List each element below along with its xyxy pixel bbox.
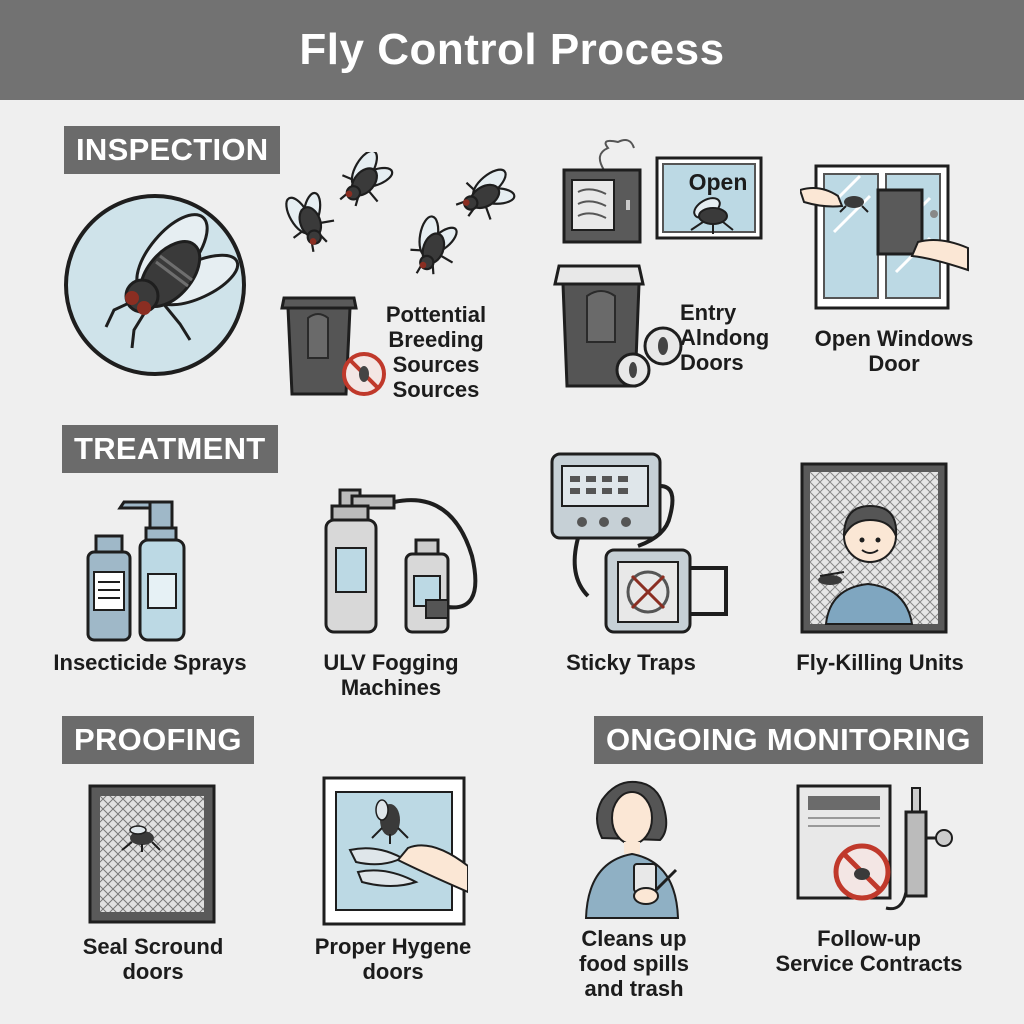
trash-can-entry-illustration xyxy=(553,262,689,392)
header-bar: Fly Control Process xyxy=(0,0,1024,100)
section-proofing: PROOFING xyxy=(62,716,254,764)
open-sign-text: Open xyxy=(688,169,748,195)
insecticide-sprays-illustration xyxy=(84,498,196,646)
label-entry-along-doors: Entry Alndong Doors xyxy=(680,300,770,375)
flies-swarm-illustration xyxy=(280,152,520,287)
proper-hygiene-illustration xyxy=(322,776,468,926)
sealed-screen-door-illustration xyxy=(88,784,216,924)
section-treatment: TREATMENT xyxy=(62,425,278,473)
prohibit-icon xyxy=(833,843,891,901)
person-cleaning-illustration xyxy=(580,778,688,920)
label-sticky-traps: Sticky Traps xyxy=(566,650,696,675)
service-contract-illustration xyxy=(794,782,960,914)
ulv-fogging-machine-illustration xyxy=(322,486,492,636)
trash-can-illustration xyxy=(280,288,390,400)
label-ulv-fogging-machines: ULV Fogging Machines xyxy=(323,650,459,700)
page-title: Fly Control Process xyxy=(299,25,725,74)
label-potential-breeding-sources: Pottential Breeding Sources Sources xyxy=(385,302,487,402)
vent-box-illustration xyxy=(560,138,646,246)
open-window-sign xyxy=(655,156,763,240)
fly-killing-unit-illustration xyxy=(800,462,948,634)
section-ongoing-monitoring: ONGOING MONITORING xyxy=(594,716,983,764)
label-seal-screen-doors: Seal Scround doors xyxy=(82,934,224,984)
label-cleans-up-food-spills: Cleans up food spills and trash xyxy=(579,926,689,1001)
label-follow-up-service-contracts: Follow-up Service Contracts xyxy=(775,926,963,976)
section-inspection: INSPECTION xyxy=(64,126,281,174)
label-insecticide-sprays: Insecticide Sprays xyxy=(53,650,247,675)
label-proper-hygiene-doors: Proper Hygene doors xyxy=(314,934,472,984)
fly-inspection-circle xyxy=(62,192,248,378)
label-open-windows-door: Open Windows Door xyxy=(814,326,974,376)
open-window-hands-illustration xyxy=(800,162,970,314)
label-fly-killing-units: Fly-Killing Units xyxy=(796,650,964,675)
prohibit-icon xyxy=(342,352,386,396)
sticky-traps-illustration xyxy=(548,446,732,636)
